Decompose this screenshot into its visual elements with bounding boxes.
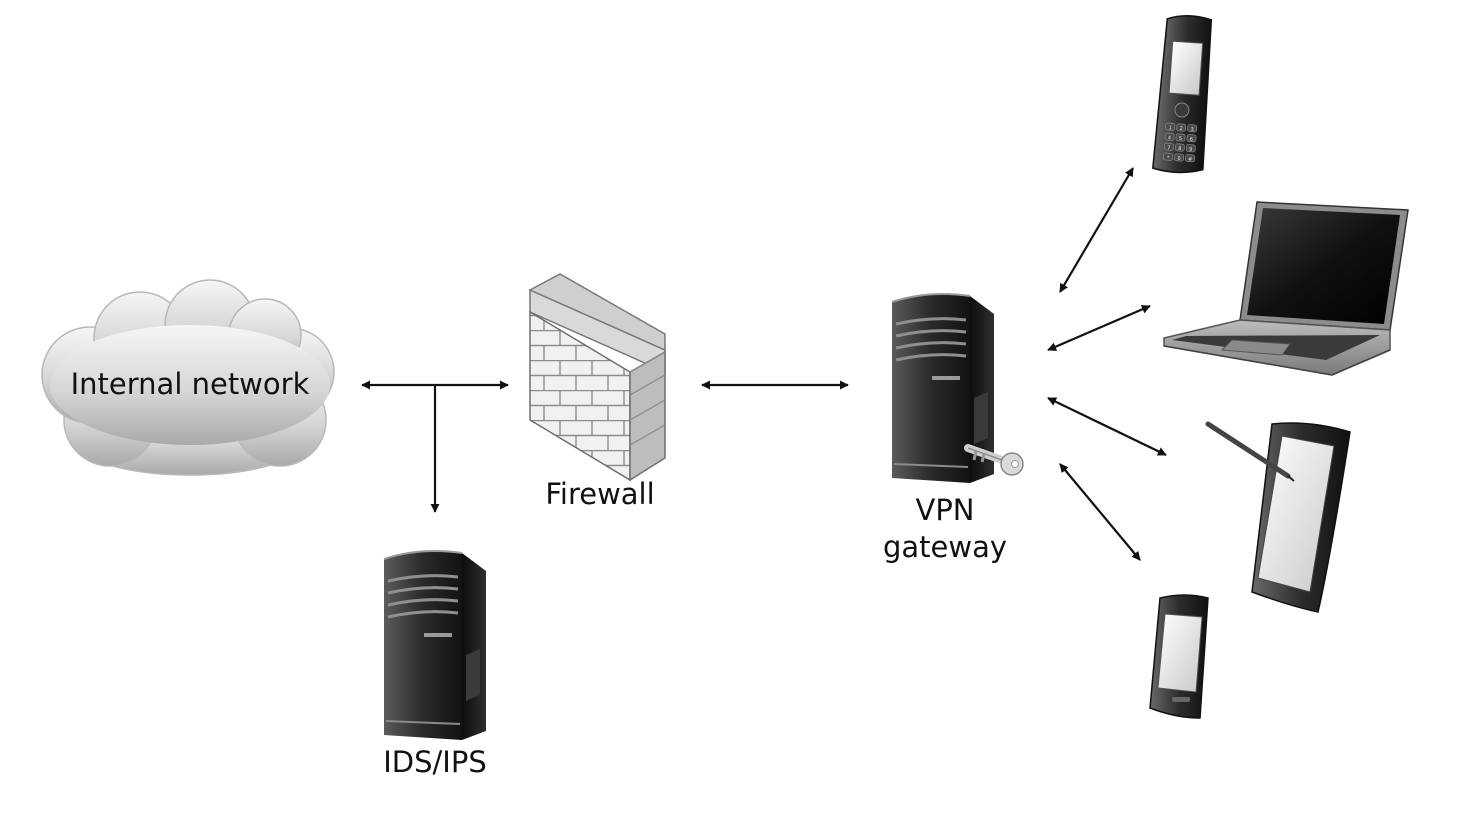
phone-key-label: 6 [1190,137,1194,143]
phone-key-label: # [1188,157,1193,163]
phone-key [1164,132,1175,141]
cordless-phone: 1 2 3 4 5 6 7 8 9 * 0 # [1152,15,1213,174]
smartphone [1149,594,1209,719]
phone-key [1185,144,1196,153]
phone-key-label: 5 [1179,136,1183,142]
key-icon [964,444,1024,476]
phone-key [1176,123,1187,132]
server-tower-icon [382,549,488,740]
phone-key-label: * [1167,155,1170,161]
phone-key-label: 3 [1190,127,1194,133]
phone-key-label: 7 [1167,145,1171,151]
arrow-vpn-phone [1059,167,1134,293]
brick-wall-icon [528,273,666,482]
phone-key [1187,124,1198,133]
tablet-stylus-icon [1205,421,1351,613]
vpn-gateway-server [890,292,1024,483]
internal-network-label: Internal network [70,367,310,401]
ids-ips-label: IDS/IPS [383,745,487,779]
vpn-gateway-label-line1: VPN [915,493,975,527]
laptop [1163,201,1409,376]
arrow-vpn-laptop [1047,304,1151,352]
phone-key [1165,122,1176,131]
phone-key-label: 0 [1177,156,1181,162]
phone-key-label: 8 [1178,146,1182,152]
phone-key-label: 2 [1179,126,1183,132]
firewall-wall [528,273,666,482]
phone-key [1174,153,1185,162]
tablet-with-stylus [1205,421,1351,613]
vpn-gateway-label: VPN gateway [845,492,1045,566]
connection-arrows [361,167,1167,561]
internal-network-cloud [41,279,335,476]
vpn-gateway-label-line2: gateway [882,530,1008,565]
smartphone-icon [1149,594,1209,719]
phone-key [1163,152,1174,161]
cloud-icon [41,279,335,476]
phone-key [1175,133,1186,142]
phone-key [1186,134,1197,143]
arrow-vpn-smartphone [1059,463,1141,561]
phone-key-label: 4 [1168,135,1172,141]
phone-key [1163,142,1174,151]
phone-key-label: 9 [1189,147,1193,153]
firewall-label: Firewall [545,477,655,511]
phone-key [1174,143,1185,152]
laptop-icon [1163,201,1409,376]
arrow-vpn-tablet [1047,397,1167,456]
phone-key-label: 1 [1168,125,1172,131]
ids-ips-server [382,549,488,740]
cordless-phone-icon: 1 2 3 4 5 6 7 8 9 * 0 # [1152,15,1213,174]
phone-key [1185,154,1196,163]
phone-keypad: 1 2 3 4 5 6 7 8 9 * 0 # [1163,122,1198,163]
